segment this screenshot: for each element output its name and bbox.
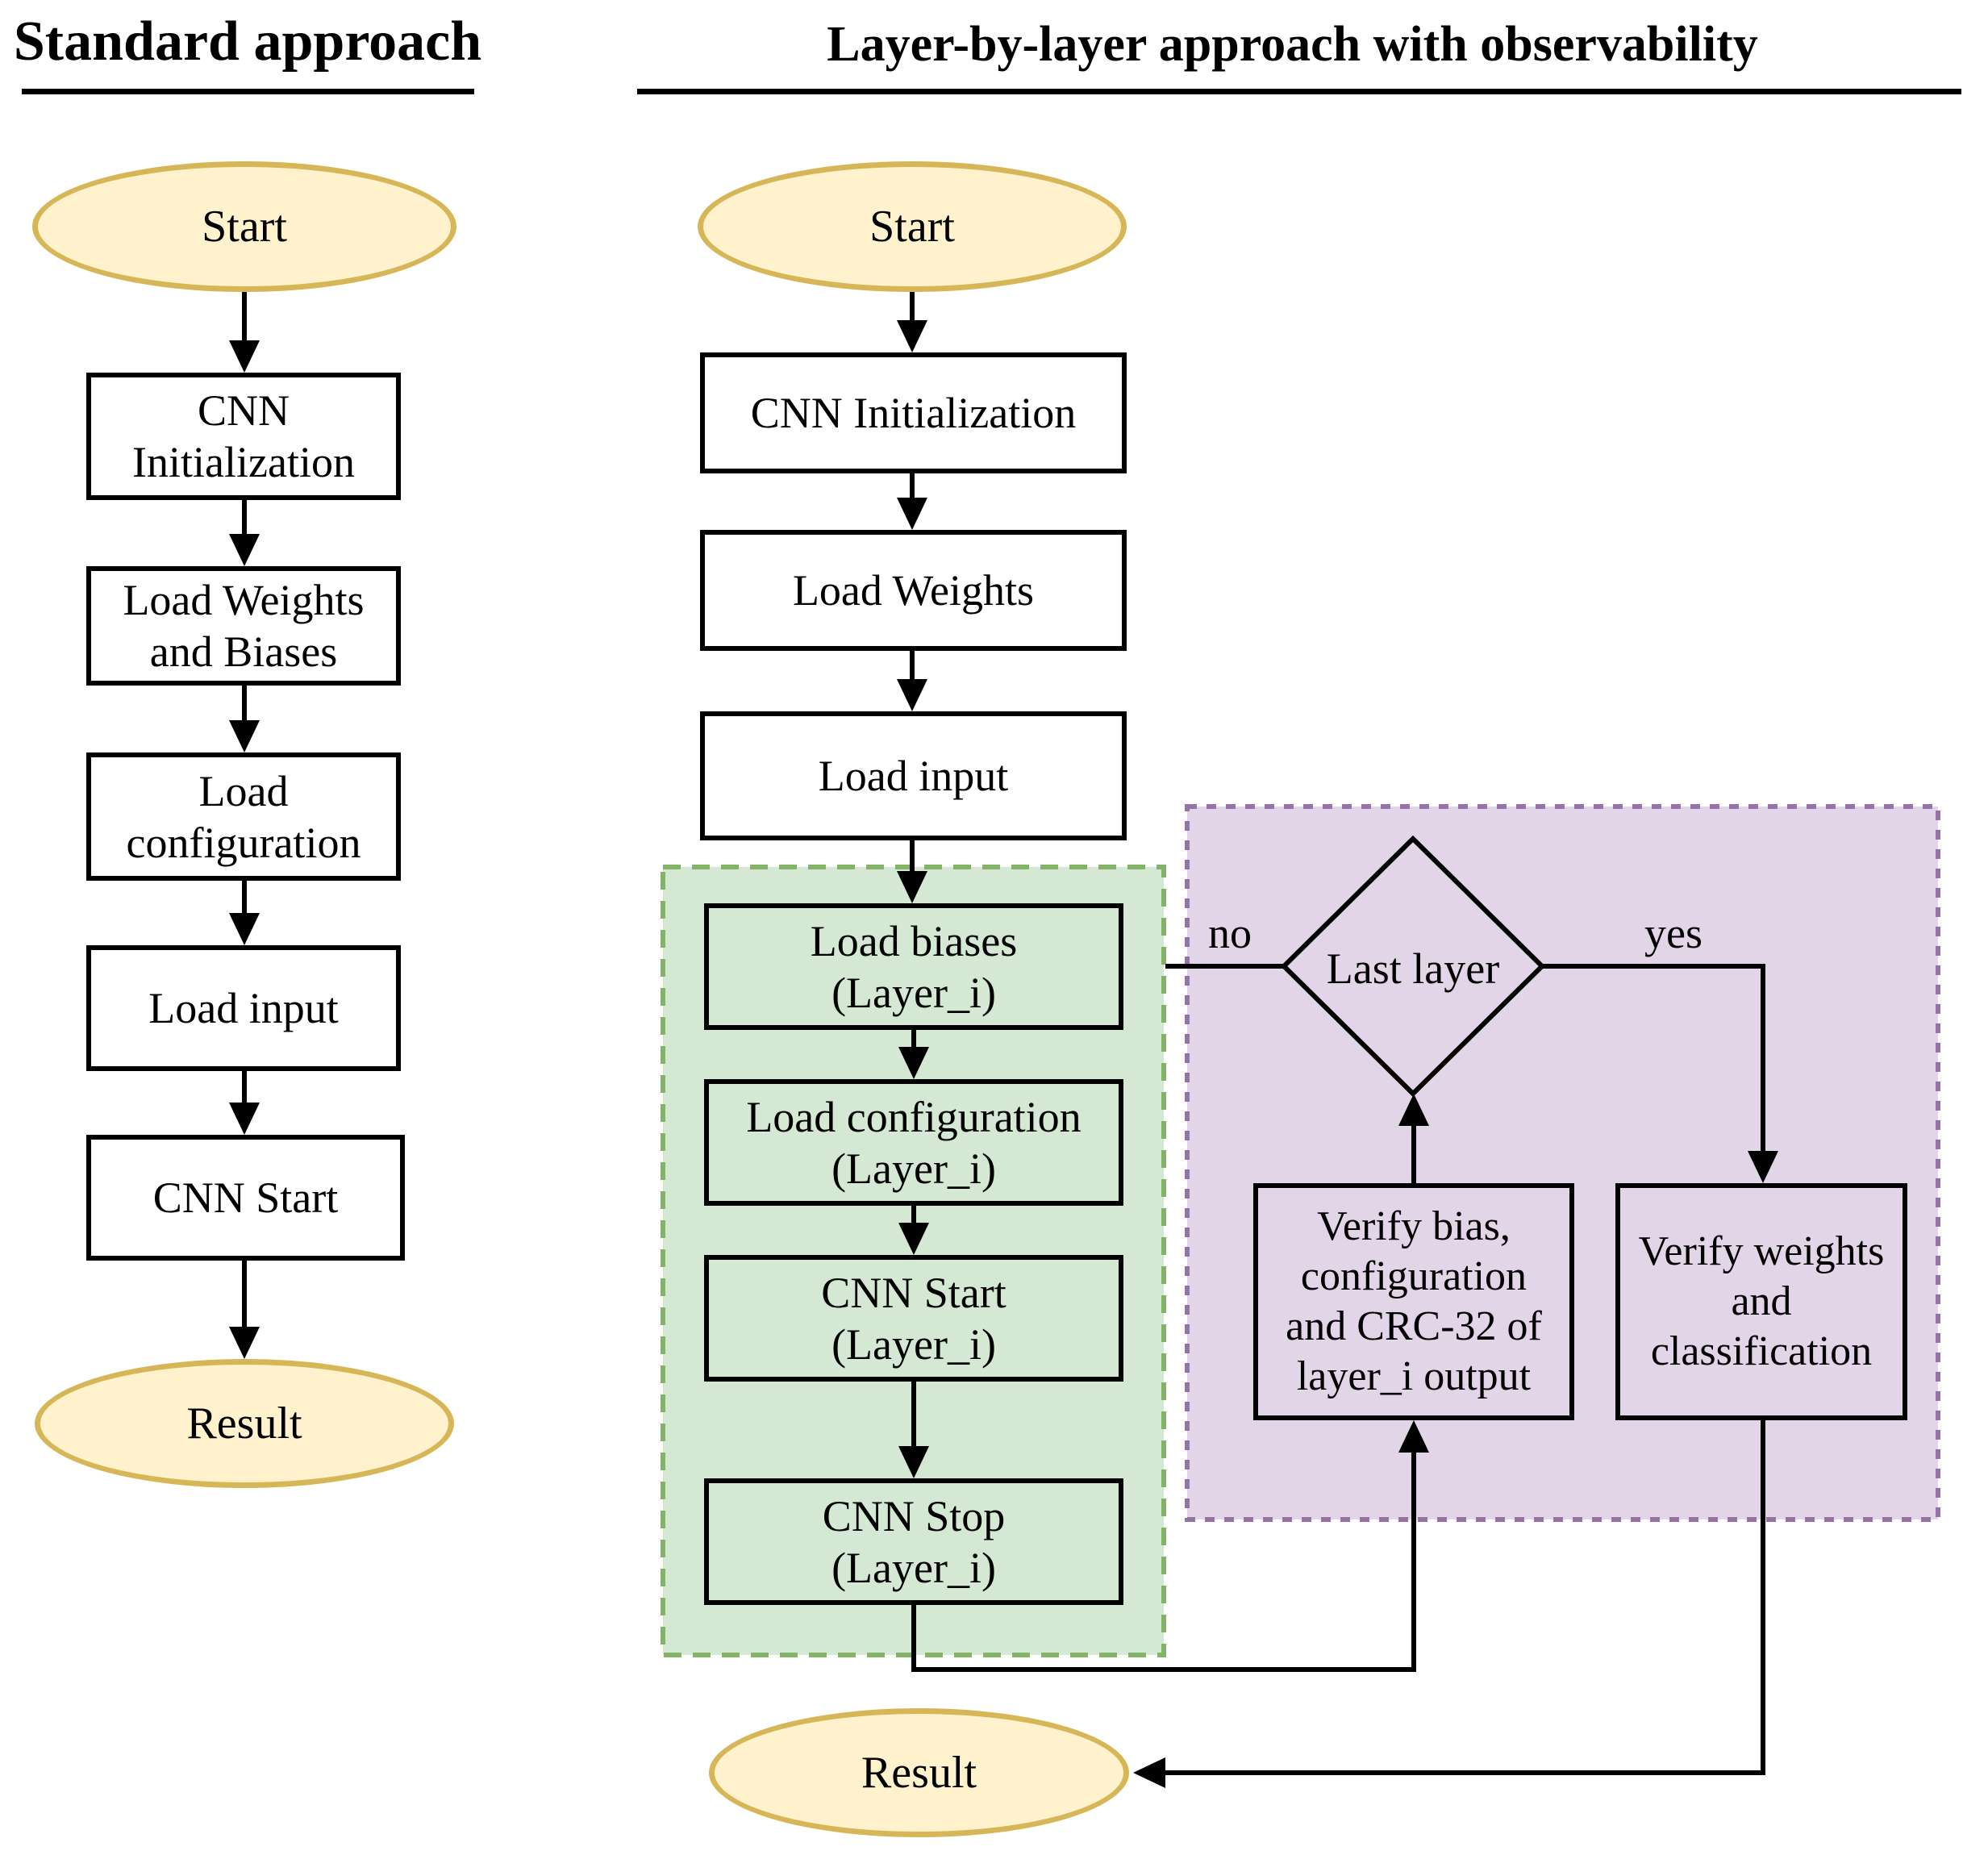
decision-no-label: no: [1208, 909, 1252, 957]
right-box-load-weights: Load Weights: [700, 530, 1127, 651]
box-line: (Layer_i): [831, 1319, 996, 1369]
left-box-cnn-start: CNN Start: [86, 1135, 405, 1261]
right-box-load-input: Load input: [700, 711, 1127, 840]
arrowhead: [229, 534, 260, 566]
decision-yes-label: yes: [1644, 909, 1703, 957]
arrowhead: [898, 1446, 929, 1478]
box-line: Verify weights: [1638, 1228, 1885, 1274]
loop-box-cnn-start: CNN Start (Layer_i): [704, 1255, 1123, 1382]
box-line: CNN Start: [821, 1268, 1007, 1317]
left-box-load-input: Load input: [86, 945, 401, 1071]
arrowhead: [1398, 1094, 1429, 1126]
left-title-underline: [22, 89, 474, 94]
box-line: and CRC-32 of: [1286, 1303, 1542, 1349]
box-line: (Layer_i): [831, 968, 996, 1017]
loop-box-cnn-stop: CNN Stop (Layer_i): [704, 1478, 1123, 1605]
box-line: Load biases: [810, 916, 1018, 965]
box-line: (Layer_i): [831, 1144, 996, 1193]
box-line: and: [1731, 1278, 1792, 1324]
box-line: (Layer_i): [831, 1543, 996, 1592]
right-start-label: Start: [869, 202, 955, 252]
verify-bias-box: Verify bias, configuration and CRC-32 of…: [1253, 1183, 1574, 1420]
right-box-cnn-initialization: CNN Initialization: [700, 352, 1127, 473]
box-line: CNN Initialization: [750, 389, 1077, 437]
right-result-terminal: Result: [709, 1708, 1129, 1837]
arrowhead: [229, 1327, 260, 1359]
box-line: configuration: [1300, 1253, 1527, 1299]
arrowhead: [229, 1103, 260, 1135]
left-box-load-weights-biases: Load Weights and Biases: [86, 566, 401, 686]
box-line: CNN Stop: [822, 1491, 1006, 1540]
box-line: classification: [1650, 1328, 1873, 1374]
arrow-verify-weights-to-result: [1161, 1420, 1765, 1775]
box-line: layer_i output: [1296, 1353, 1532, 1399]
arrowhead: [229, 720, 260, 752]
arrowhead: [229, 340, 260, 373]
arrowhead: [898, 1047, 929, 1079]
box-line: configuration: [126, 818, 361, 867]
loop-box-load-biases: Load biases (Layer_i): [704, 903, 1123, 1030]
loop-box-load-configuration: Load configuration (Layer_i): [704, 1079, 1123, 1206]
right-title-underline: [637, 89, 1961, 94]
right-column-title: Layer-by-layer approach with observabili…: [827, 17, 1758, 72]
arrowhead: [1398, 1420, 1429, 1453]
left-box-load-configuration: Load configuration: [86, 752, 401, 881]
box-line: CNN Start: [152, 1173, 339, 1222]
decision-label: Last layer: [1326, 944, 1500, 993]
box-line: Load configuration: [746, 1092, 1082, 1141]
left-box-cnn-initialization: CNN Initialization: [86, 373, 401, 500]
box-line: Load: [198, 766, 289, 815]
left-column-title: Standard approach: [13, 10, 482, 73]
box-line: and Biases: [149, 627, 338, 676]
left-result-label: Result: [186, 1399, 302, 1449]
right-result-label: Result: [861, 1748, 977, 1798]
left-start-label: Start: [202, 202, 287, 252]
box-line: Load input: [818, 752, 1009, 800]
verify-weights-box: Verify weights and classification: [1615, 1183, 1907, 1420]
box-line: Load Weights: [792, 566, 1035, 615]
box-line: Initialization: [132, 438, 355, 486]
box-line: Load input: [148, 984, 339, 1032]
left-result-terminal: Result: [35, 1359, 454, 1488]
box-line: CNN: [197, 386, 290, 435]
arrowhead: [897, 320, 927, 352]
arrowhead: [1133, 1757, 1165, 1788]
left-start-terminal: Start: [32, 161, 456, 292]
box-line: Load Weights: [123, 576, 365, 624]
arrowhead: [897, 871, 927, 903]
box-line: Verify bias,: [1317, 1203, 1511, 1249]
arrowhead: [1748, 1151, 1778, 1183]
arrowhead: [897, 498, 927, 530]
arrowhead: [229, 913, 260, 945]
arrow-decision-yes-to-verify-weights: [1542, 964, 1765, 1156]
arrowhead: [898, 1223, 929, 1255]
arrowhead: [897, 679, 927, 711]
right-start-terminal: Start: [698, 161, 1127, 292]
